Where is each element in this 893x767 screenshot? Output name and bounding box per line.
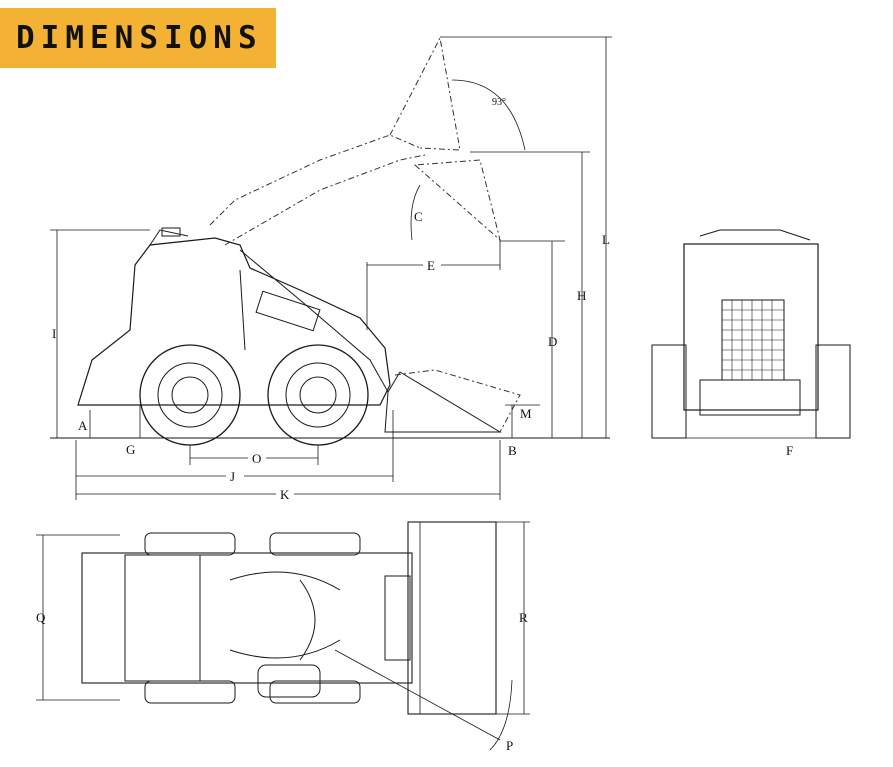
label-d: D [548,334,557,349]
side-view: I A G O J K B M E [50,36,612,502]
label-p: P [506,738,513,753]
label-r: R [519,610,528,625]
label-j: J [230,469,235,484]
label-angle: 93° [492,97,506,108]
top-view: Q R P [36,521,530,753]
label-m: M [520,406,532,421]
page-title: DIMENSIONS [16,20,263,56]
label-k: K [280,487,290,502]
label-o: O [252,451,261,466]
label-i: I [52,326,56,341]
label-b: B [508,443,517,458]
label-q: Q [36,610,46,625]
front-wheel [267,344,369,446]
label-h: H [577,288,586,303]
label-a: A [78,418,88,433]
label-f: F [786,443,793,458]
label-e: E [427,258,435,273]
front-view: F [651,229,851,458]
label-l: L [602,232,610,247]
rear-wheel [139,344,241,446]
label-c: C [414,209,423,224]
title-banner: DIMENSIONS [0,8,276,68]
label-g: G [126,442,135,457]
